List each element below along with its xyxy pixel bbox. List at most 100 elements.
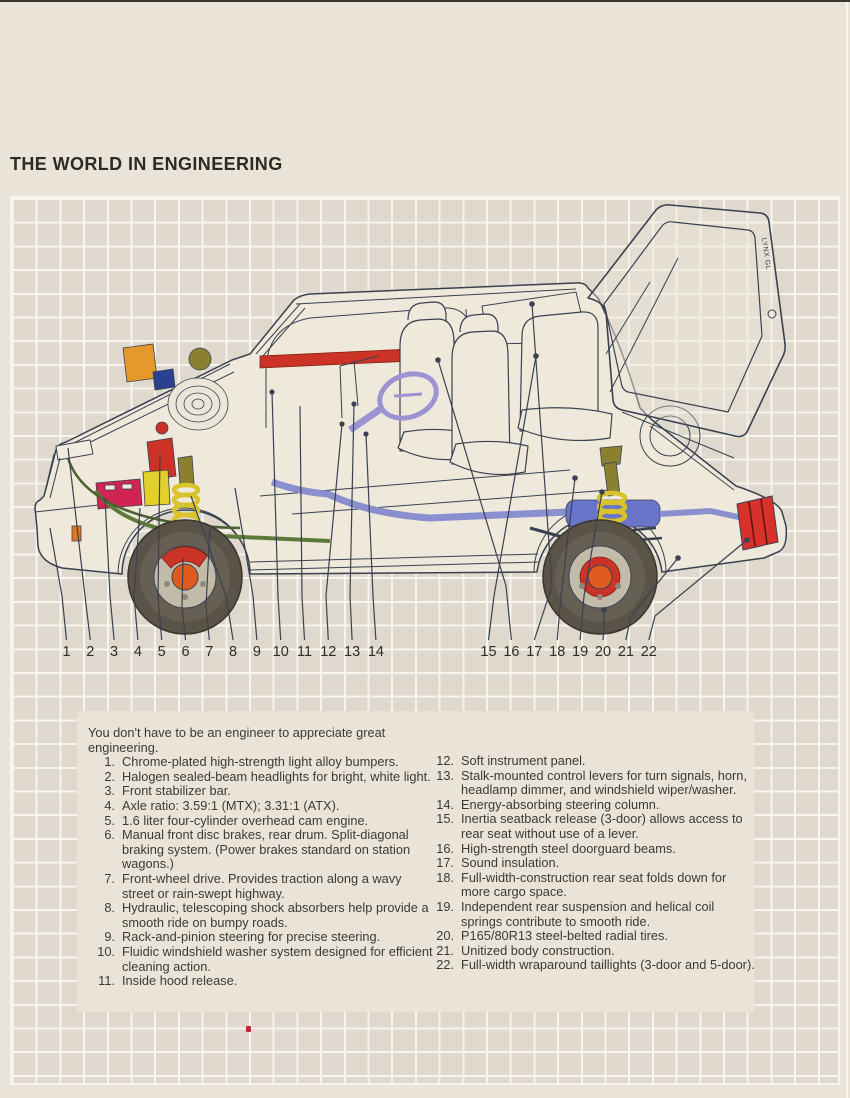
- steering-wheel: [348, 371, 439, 433]
- rear-wheel: [542, 519, 658, 635]
- feature-number: 3.: [104, 783, 115, 799]
- callout-number-9: 9: [253, 644, 261, 660]
- callout-number-12: 12: [320, 644, 336, 660]
- feature-text: Soft instrument panel.: [461, 753, 586, 768]
- feature-text: 1.6 liter four-cylinder overhead cam eng…: [122, 812, 369, 828]
- feature-number: 1.: [104, 754, 115, 770]
- feature-item: 5. 1.6 liter four-cylinder overhead cam e…: [88, 812, 433, 829]
- callout-lines: [49, 301, 750, 641]
- feature-number: 9.: [104, 929, 115, 945]
- callout-number-1: 1: [62, 644, 70, 660]
- feature-item: 1. Chrome-plated high-strength light allo…: [88, 755, 433, 770]
- front-wheel: [127, 519, 243, 635]
- callout-number-18: 18: [549, 644, 565, 660]
- callout-number-6: 6: [181, 644, 189, 660]
- feature-number: 5.: [104, 812, 115, 828]
- features-column-right: 12. Soft instrument panel. 13. Stalk-mounte…: [427, 753, 757, 973]
- callout-number-13: 13: [344, 644, 360, 660]
- feature-number: 2.: [104, 768, 115, 784]
- feature-number: 20.: [436, 928, 454, 944]
- feature-item: 20.P165/80R13 steel-belted radial tires.: [427, 929, 757, 944]
- callout-number-21: 21: [618, 644, 634, 660]
- features-column-left: You don't have to be an engineer to appr…: [88, 725, 433, 989]
- feature-number: 4.: [104, 797, 115, 813]
- feature-item: 22. Full-width wraparound taillights (3-d…: [427, 958, 757, 973]
- feature-text: Front-wheel drive. Provides traction alo…: [122, 870, 402, 901]
- feature-number: 7.: [104, 870, 115, 886]
- open-hatch: LYNX GL: [587, 204, 786, 438]
- feature-number: 14.: [436, 796, 454, 812]
- feature-text: Inside hood release.: [122, 973, 238, 989]
- feature-number: 13.: [436, 767, 454, 783]
- feature-number: 18.: [436, 869, 454, 885]
- feature-number: 8.: [104, 900, 115, 916]
- feature-item: 17. Sound insulation.: [427, 856, 757, 871]
- callout-number-17: 17: [526, 644, 542, 660]
- feature-item: 4. Axle ratio: 3.59:1 (MTX); 3.31:1 (ATX)…: [88, 797, 433, 814]
- feature-number: 12.: [436, 753, 454, 768]
- page-right-edge: [846, 2, 848, 1098]
- feature-text: Chrome-plated high-strength light alloy …: [122, 754, 399, 770]
- feature-text: Inertia seatback release (3-door) allows…: [461, 811, 743, 841]
- callout-number-11: 11: [297, 644, 312, 660]
- feature-text: Sound insulation.: [461, 855, 560, 871]
- feature-item: 12. Soft instrument panel.: [427, 753, 757, 769]
- callout-number-19: 19: [572, 644, 588, 660]
- feature-item: 14. Energy-absorbing steering column.: [427, 796, 757, 813]
- dashboard-lines: [339, 355, 379, 419]
- feature-item: 16. High-strength steel doorguard beams.: [427, 840, 757, 857]
- callout-number-14: 14: [368, 644, 384, 660]
- callout-number-20: 20: [595, 644, 611, 660]
- feature-number: 10.: [97, 943, 115, 959]
- feature-item: 10. Fluidic windshield washer system desi…: [88, 943, 433, 974]
- feature-text: Fluidic windshield washer system designe…: [122, 943, 433, 974]
- feature-text: Manual front disc brakes, rear drum. Spl…: [122, 827, 411, 872]
- callout-number-3: 3: [110, 644, 118, 660]
- feature-item: 6.Manual front disc brakes, rear drum. S…: [88, 827, 433, 872]
- feature-number: 11.: [98, 973, 115, 989]
- feature-item: 15. Inertia seatback release (3-door) all…: [427, 812, 757, 841]
- feature-text-panel: You don't have to be an engineer to appr…: [77, 711, 757, 1012]
- callout-number-22: 22: [641, 644, 657, 660]
- feature-item: 13. Stalk-mounted control levers for turn…: [427, 767, 757, 798]
- feature-list-left: 1. Chrome-plated high-strength light allo…: [88, 755, 433, 989]
- lynx-gl-badge: LYNX GL: [760, 237, 771, 270]
- callout-number-2: 2: [86, 644, 94, 660]
- feature-number: 17.: [436, 855, 454, 871]
- feature-text: Hydraulic, telescoping shock absorbers h…: [122, 900, 429, 930]
- callout-number-15: 15: [480, 644, 496, 660]
- feature-item: 18. Full-width-construction rear seat fol…: [427, 869, 757, 900]
- feature-item: 2. Halogen sealed-beam headlights for bri…: [88, 768, 433, 785]
- page-title: THE WORLD IN ENGINEERING: [10, 154, 283, 175]
- feature-text: High-strength steel doorguard beams.: [461, 840, 676, 856]
- callout-number-7: 7: [205, 644, 213, 660]
- callout-number-8: 8: [229, 644, 237, 660]
- feature-item: 11. Inside hood release.: [88, 973, 433, 989]
- feature-text: Axle ratio: 3.59:1 (MTX); 3.31:1 (ATX).: [122, 797, 340, 813]
- feature-text: Full-width-construction rear seat folds …: [461, 869, 727, 900]
- feature-text: Stalk-mounted control levers for turn si…: [461, 767, 747, 798]
- page-top-rule: [0, 0, 850, 2]
- callout-number-5: 5: [158, 644, 166, 660]
- feature-list-right: 12. Soft instrument panel. 13. Stalk-mounte…: [427, 753, 757, 973]
- feature-item: 21.Unitized body construction.: [427, 942, 757, 959]
- callout-number-10: 10: [273, 644, 289, 660]
- feature-text: Unitized body construction.: [461, 942, 615, 958]
- feature-number: 22.: [436, 957, 454, 973]
- feature-number: 15.: [436, 811, 454, 827]
- feature-number: 16.: [436, 840, 454, 856]
- feature-text: Energy-absorbing steering column.: [461, 796, 660, 812]
- feature-text: Rack-and-pinion steering for precise ste…: [122, 929, 381, 945]
- callout-numbers-right: 15 16 17 18 19 20 21 22: [480, 644, 656, 660]
- intro-text: You don't have to be an engineer to appr…: [88, 725, 386, 755]
- callout-number-16: 16: [503, 644, 519, 660]
- callout-dots: [269, 301, 750, 613]
- feature-item: 19.Independent rear suspension and helic…: [427, 898, 757, 929]
- feature-text: Halogen sealed-beam headlights for brigh…: [122, 768, 431, 784]
- feature-text: Full-width wraparound taillights (3-door…: [461, 957, 755, 973]
- feature-number: 19.: [436, 898, 454, 914]
- callout-number-4: 4: [134, 644, 142, 660]
